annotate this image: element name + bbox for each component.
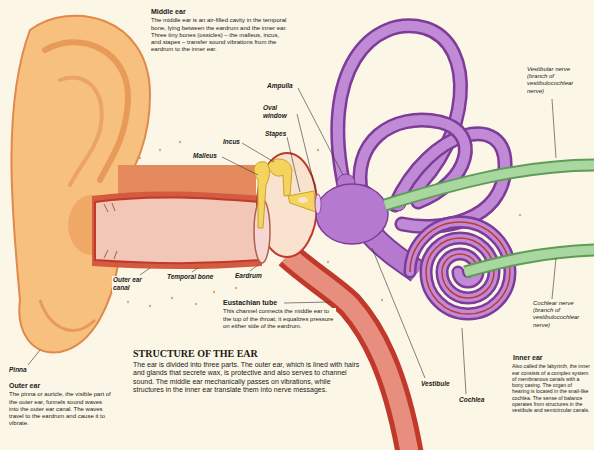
bone-dot [235,287,237,289]
caption: The ear is divided into three parts. The… [132,361,364,395]
part-label: Temporal bone [166,273,214,281]
section-text: Also called the labyrinth, the inner ear… [511,363,591,413]
bone-dot [317,149,319,151]
leader-line [192,268,198,272]
cochlear-nerve [465,250,594,272]
leader-line [297,114,316,192]
leader-line [28,350,40,365]
leader-line [298,88,343,175]
bone-dot [149,305,151,307]
section-heading: Middle ear [150,8,187,16]
bone-dot [519,214,521,216]
oval-window [315,194,321,214]
bone-dot [179,141,181,143]
outer-ear-canal [95,197,260,263]
section-heading: Inner ear [512,354,544,362]
part-label: Malleus [192,152,218,160]
bone-dot [213,291,215,293]
leader-line [552,99,556,158]
canal-wall [92,191,262,269]
leader-line [284,302,330,303]
canal-hair [104,204,108,212]
bone-dot [171,297,173,299]
part-label: Vestibule [420,380,451,388]
part-label: Stapes [264,130,287,138]
part-label: Incus [222,138,241,146]
leader-line [222,157,258,175]
bone-dot [195,303,197,305]
leader-line [140,268,150,275]
section-text: This channel connects the middle ear to … [222,308,336,330]
stapes-hole [298,197,308,203]
antihelix-fold [60,77,102,185]
canal-hair [114,251,117,259]
part-label: Eardrum [234,272,263,280]
bone-dot [127,301,129,303]
leader-line [287,137,300,192]
section-text: The middle ear is an air-filled cavity i… [150,17,290,53]
part-label: Cochlea [458,396,485,404]
cochlear-nerve [465,250,594,272]
section-heading: Outer ear [8,382,41,390]
incus [268,159,292,196]
nerve-label: Vestibular nerve (branch of vestibulococ… [526,66,590,95]
vestibular-nerve [385,165,594,205]
eustachian-tube-lumen [288,255,410,450]
vestibule [316,184,388,244]
nerve-label: Cochlear nerve (branch of vestibulocochl… [532,300,591,329]
leader-line [250,265,258,271]
leader-line [242,143,274,162]
leader-line [462,328,466,394]
leader-line [552,258,556,299]
title: STRUCTURE OF THE EAR [132,348,259,360]
part-label: Outer ear canal [112,276,152,292]
leader-line [372,248,425,378]
bone-dot [327,261,329,263]
part-label: Ampulla [266,82,294,90]
section-text: The pinna or auricle, the visible part o… [8,391,114,427]
lobe-fold [40,300,95,330]
vestibular-nerve [385,165,594,205]
canal-hair [112,203,115,211]
section-heading: Eustachian tube [222,299,278,307]
canal-hair [104,250,108,258]
stapes [288,191,316,212]
eustachian-tube [288,255,410,450]
part-label: Oval window [262,104,296,120]
bone-dot [159,149,161,151]
part-label: Pinna [8,366,28,374]
bone-dot [381,299,383,301]
malleus [254,162,270,228]
